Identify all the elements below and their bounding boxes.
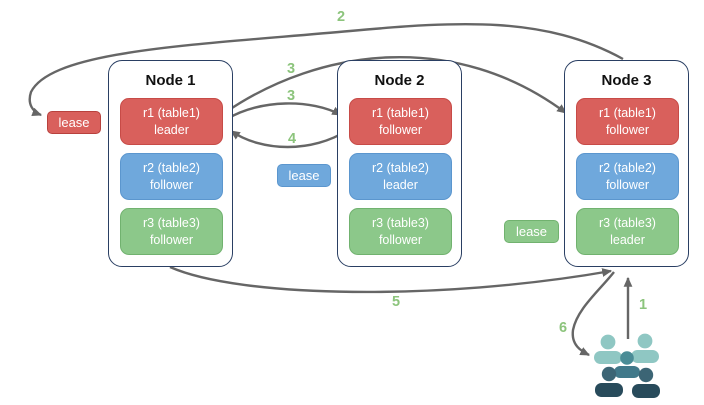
node-1-replica-r3: r3 (table3) follower bbox=[120, 208, 223, 255]
step-label-1: 1 bbox=[638, 297, 648, 313]
replica-name: r3 (table3) bbox=[599, 216, 656, 230]
arrow-step-5-node1-to-node3 bbox=[169, 265, 613, 294]
node-1-title: Node 1 bbox=[145, 72, 196, 89]
replica-role: follower bbox=[378, 122, 423, 137]
node-1: Node 1 r1 (table1) leader r2 (table2) fo… bbox=[108, 60, 233, 267]
replica-name: r2 (table2) bbox=[143, 161, 200, 175]
node-2-replica-r3: r3 (table3) follower bbox=[349, 208, 452, 255]
replica-name: r1 (table1) bbox=[372, 106, 429, 120]
node-1-replica-r2: r2 (table2) follower bbox=[120, 153, 223, 200]
step-label-5: 5 bbox=[391, 294, 401, 310]
replica-name: r1 (table1) bbox=[599, 106, 656, 120]
node-2-title: Node 2 bbox=[374, 72, 425, 89]
step-label-6: 6 bbox=[558, 320, 568, 336]
node-3-title: Node 3 bbox=[601, 72, 652, 89]
replica-name: r3 (table3) bbox=[143, 216, 200, 230]
step-label-4: 4 bbox=[287, 131, 297, 147]
replica-role: follower bbox=[605, 122, 650, 137]
node-1-replica-r1: r1 (table1) leader bbox=[120, 98, 223, 145]
replica-role: leader bbox=[610, 232, 645, 247]
replica-role: leader bbox=[154, 122, 189, 137]
replica-role: follower bbox=[149, 177, 194, 192]
step-label-3a: 3 bbox=[286, 61, 296, 77]
replica-name: r3 (table3) bbox=[372, 216, 429, 230]
step-label-3b: 3 bbox=[286, 88, 296, 104]
replica-name: r1 (table1) bbox=[143, 106, 200, 120]
lease-badge-r2: lease bbox=[277, 164, 331, 187]
replica-name: r2 (table2) bbox=[599, 161, 656, 175]
replica-name: r2 (table2) bbox=[372, 161, 429, 175]
replica-role: leader bbox=[383, 177, 418, 192]
node-2-replica-r1: r1 (table1) follower bbox=[349, 98, 452, 145]
arrow-step-3-node1-to-node2 bbox=[226, 102, 342, 121]
replica-role: follower bbox=[149, 232, 194, 247]
replica-role: follower bbox=[605, 177, 650, 192]
step-label-2: 2 bbox=[336, 9, 346, 25]
node-3: Node 3 r1 (table1) follower r2 (table2) … bbox=[564, 60, 689, 267]
replica-role: follower bbox=[378, 232, 423, 247]
node-3-replica-r2: r2 (table2) follower bbox=[576, 153, 679, 200]
lease-badge-r1: lease bbox=[47, 111, 101, 134]
node-2: Node 2 r1 (table1) follower r2 (table2) … bbox=[337, 60, 462, 267]
lease-badge-r3: lease bbox=[504, 220, 559, 243]
node-3-replica-r3: r3 (table3) leader bbox=[576, 208, 679, 255]
node-3-replica-r1: r1 (table1) follower bbox=[576, 98, 679, 145]
clients-icon bbox=[594, 333, 660, 398]
node-2-replica-r2: r2 (table2) leader bbox=[349, 153, 452, 200]
